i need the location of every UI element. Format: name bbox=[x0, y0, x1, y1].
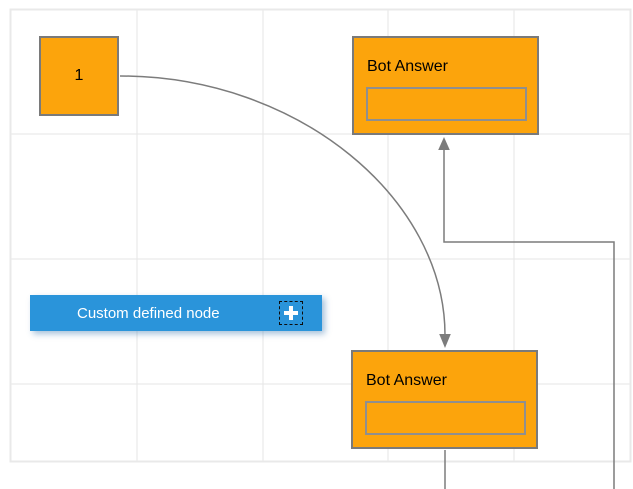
node-custom-defined[interactable]: Custom defined node bbox=[30, 295, 322, 331]
plus-icon[interactable] bbox=[279, 301, 303, 325]
custom-node-label: Custom defined node bbox=[77, 304, 220, 322]
bezier-connector[interactable] bbox=[119, 75, 446, 336]
node-square-1[interactable]: 1 bbox=[39, 36, 119, 116]
node-square-1-label: 1 bbox=[74, 67, 84, 84]
arrowhead-down-icon[interactable] bbox=[439, 334, 451, 348]
orthogonal-connector[interactable] bbox=[443, 150, 615, 489]
node-bot-answer-bottom[interactable]: Bot Answer bbox=[351, 350, 538, 449]
bot-answer-title: Bot Answer bbox=[366, 372, 447, 389]
bot-answer-title: Bot Answer bbox=[367, 58, 448, 75]
node-bot-answer-top[interactable]: Bot Answer bbox=[352, 36, 539, 135]
bot-answer-input[interactable] bbox=[366, 87, 527, 121]
bot-answer-input[interactable] bbox=[365, 401, 526, 435]
page-border bbox=[9, 8, 632, 463]
arrowhead-up-icon[interactable] bbox=[438, 137, 450, 150]
